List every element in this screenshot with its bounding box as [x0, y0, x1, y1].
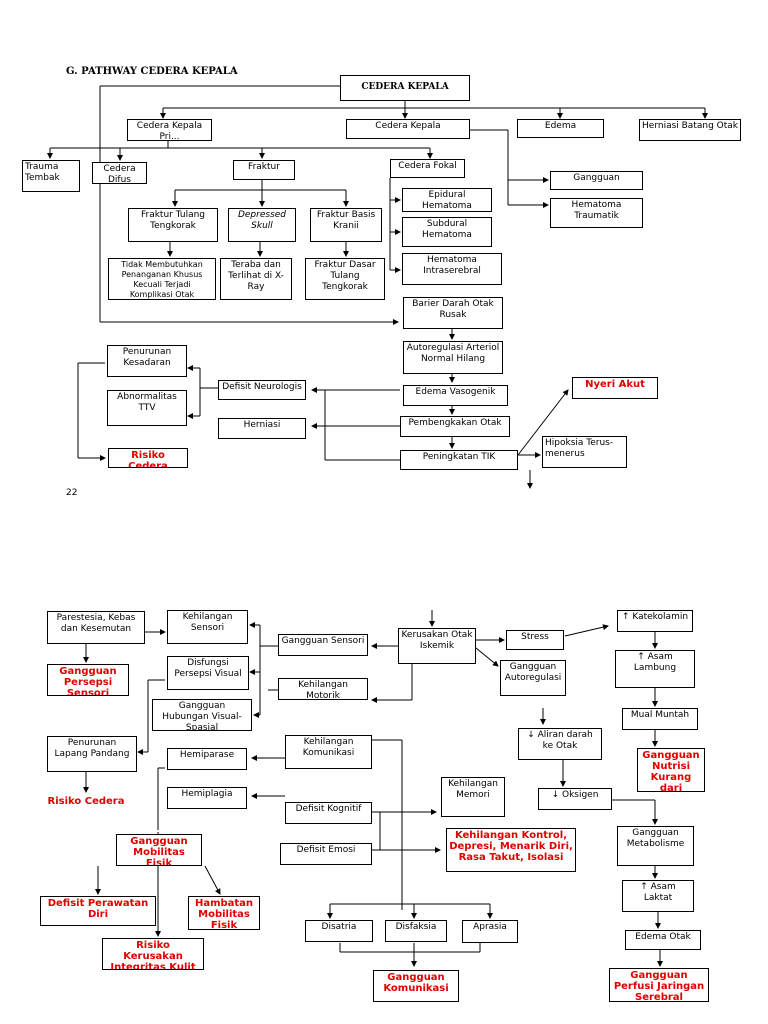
node-risiko-kerusakan-integritas: Risiko Kerusakan Integritas Kulit [102, 938, 204, 970]
page-number: 22 [66, 488, 78, 498]
node-fraktur-dasar: Fraktur Dasar Tulang Tengkorak [305, 258, 385, 300]
node-trauma-tembak: Trauma Tembak [22, 160, 80, 192]
node-gangguan-top: Gangguan [550, 171, 643, 190]
node-gangguan-metabolisme: Gangguan Metabolisme [617, 826, 694, 866]
node-gangguan-komunikasi: Gangguan Komunikasi [373, 970, 459, 1002]
node-depressed-skull: Depressed Skull [228, 208, 296, 242]
node-cedera-kepala-sekunder: Cedera Kepala [346, 119, 470, 139]
node-kehilangan-motorik: Kehilangan Motorik [278, 678, 368, 700]
node-gangguan-perfusi: Gangguan Perfusi Jaringan Serebral [609, 968, 709, 1002]
node-cedera-difus: Cedera Difus [92, 162, 147, 184]
node-parestesia: Parestesia, Kebas dan Kesemutan [47, 611, 145, 644]
node-gangguan-sensori: Gangguan Sensori [278, 634, 368, 656]
node-cedera-kepala-primer: Cedera Kepala Pri... [127, 119, 212, 141]
node-subdural-hematoma: Subdural Hematoma [402, 217, 492, 247]
node-risiko-cedera-top: Risiko Cedera [108, 448, 188, 468]
node-fraktur: Fraktur [233, 160, 295, 180]
node-kehilangan-memori: Kehilangan Memori [441, 777, 505, 817]
node-pembengkakan-otak: Pembengkakan Otak [400, 416, 510, 437]
page-title: G. PATHWAY CEDERA KEPALA [66, 66, 238, 77]
node-defisit-kognitif: Defisit Kognitif [285, 802, 372, 824]
node-peningkatan-tik: Peningkatan TIK [400, 450, 518, 470]
node-defisit-emosi: Defisit Emosi [280, 843, 372, 865]
node-autoregulasi-normal: Autoregulasi Arteriol Normal Hilang [403, 341, 503, 374]
node-kehilangan-kontrol: Kehilangan Kontrol, Depresi, Menarik Dir… [446, 828, 576, 872]
node-hematoma-traumatik: Hematoma Traumatik [550, 198, 643, 228]
node-disfungsi-persepsi: Disfungsi Persepsi Visual [167, 656, 249, 690]
node-kerusakan-otak-iskemik: Kerusakan Otak Iskemik [398, 628, 476, 664]
node-kehilangan-komunikasi: Kehilangan Komunikasi [285, 735, 372, 769]
node-tidak-membutuhkan: Tidak Membutuhkan Penanganan Khusus Kecu… [108, 258, 216, 300]
node-hemiparase: Hemiparase [167, 748, 247, 770]
node-fraktur-basis-kranii: Fraktur Basis Kranii [310, 208, 382, 242]
node-barier-darah-otak: Barier Darah Otak Rusak [403, 297, 503, 329]
node-edema-otak: Edema Otak [625, 930, 701, 950]
node-defisit-neurologis: Defisit Neurologis [218, 380, 306, 400]
node-edema-top: Edema [517, 119, 604, 138]
node-abnormalitas-ttv: Abnormalitas TTV [107, 390, 187, 426]
node-hipoksia: Hipoksia Terus-menerus [542, 436, 627, 468]
node-aprasia: Aprasia [462, 920, 518, 943]
node-aliran-darah: ↓ Aliran darah ke Otak [518, 728, 602, 760]
node-cedera-fokal: Cedera Fokal [390, 159, 465, 178]
node-fraktur-tulang-tengkorak: Fraktur Tulang Tengkorak [128, 208, 218, 242]
node-kehilangan-sensori: Kehilangan Sensori [167, 610, 248, 644]
node-cedera-kepala: CEDERA KEPALA [340, 75, 470, 101]
node-epidural-hematoma: Epidural Hematoma [402, 188, 492, 212]
node-gangguan-hubungan: Gangguan Hubungan Visual-Spasial [152, 699, 252, 731]
node-teraba-terlihat: Teraba dan Terlihat di X-Ray [220, 258, 292, 300]
node-gangguan-mobilitas-fisik: Gangguan Mobilitas Fisik [116, 834, 202, 866]
node-herniasi: Herniasi [218, 418, 306, 439]
node-gangguan-nutrisi: Gangguan Nutrisi Kurang dari Kebutuhan [637, 748, 705, 792]
node-penurunan-lapang-pandang: Penurunan Lapang Pandang [47, 736, 137, 772]
node-stress: Stress [506, 630, 564, 650]
node-gangguan-autoregulasi: Gangguan Autoregulasi [500, 660, 566, 696]
node-gangguan-persepsi-sensori: Gangguan Persepsi Sensori [47, 664, 129, 696]
node-edema-vasogenik: Edema Vasogenik [403, 385, 508, 406]
node-asam-laktat: ↑ Asam Laktat [622, 880, 694, 912]
node-defisit-perawatan-diri: Defisit Perawatan Diri [40, 896, 156, 926]
node-risiko-cedera: Risiko Cedera [41, 794, 131, 814]
node-hemiplagia: Hemiplagia [167, 787, 247, 809]
node-penurunan-kesadaran: Penurunan Kesadaran [107, 345, 187, 377]
node-asam-lambung: ↑ Asam Lambung [615, 650, 695, 688]
node-mual-muntah: Mual Muntah [622, 708, 698, 730]
node-nyeri-akut: Nyeri Akut [572, 377, 658, 399]
node-hambatan-mobilitas: Hambatan Mobilitas Fisik [188, 896, 260, 930]
node-herniasi-batang-otak: Herniasi Batang Otak [639, 119, 741, 141]
node-disatria: Disatria [305, 920, 373, 942]
node-hematoma-intraserebral: Hematoma Intraserebral [402, 253, 502, 285]
node-disfaksia: Disfaksia [385, 920, 447, 942]
node-katekolamin: ↑ Katekolamin [617, 610, 693, 632]
node-oksigen: ↓ Oksigen [538, 788, 612, 810]
